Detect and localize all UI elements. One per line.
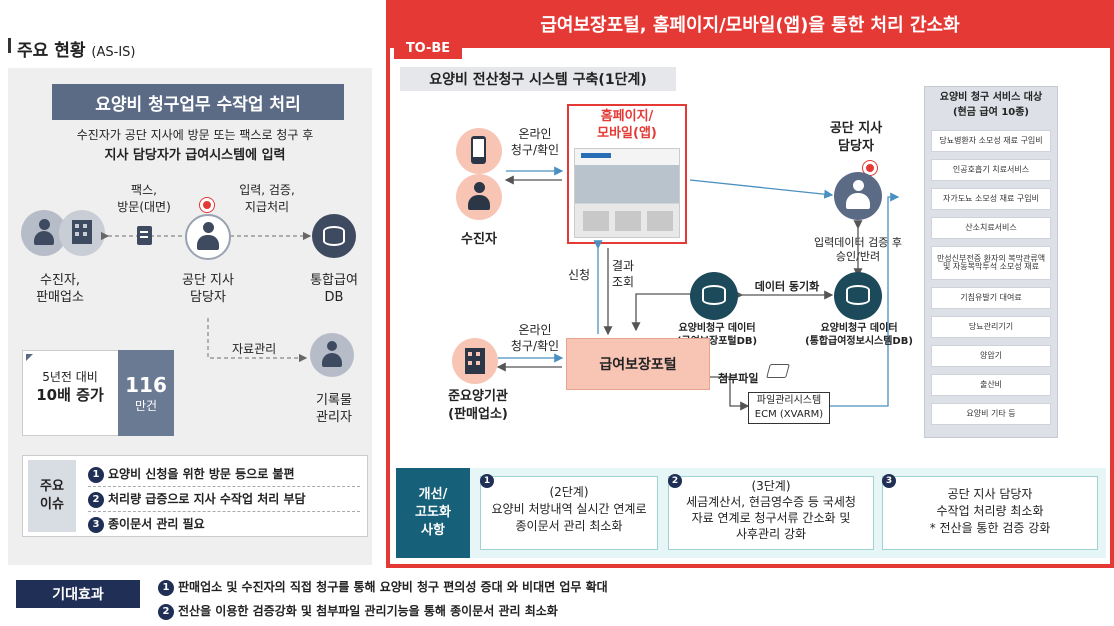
service-item-2: 인공호흡기 치료서비스 — [931, 159, 1051, 181]
improve-label: 개선/ 고도화 사항 — [396, 468, 470, 558]
service-item-7: 당뇨관리기기 — [931, 316, 1051, 338]
homepage-screenshot — [574, 148, 680, 238]
improve-text-2: (3단계) 세금계산서, 현금영수증 등 국세청 자료 연계로 청구서류 간소화… — [686, 479, 856, 541]
stat-text: 5년전 대비 10배 증가 — [36, 370, 104, 404]
effects-label: 기대효과 — [16, 580, 140, 608]
sync-label: 데이터 동기화 — [754, 280, 820, 293]
user-icon — [33, 219, 55, 247]
homepage-label: 홈페이지/모바일(앱) — [597, 109, 657, 141]
attach-label: 첨부파일 — [718, 372, 759, 385]
to-be-tag: TO-BE — [394, 37, 462, 59]
patient-icon — [468, 182, 490, 212]
improve-card-3 — [882, 476, 1098, 550]
as-is-banner: 요양비 청구업무 수작업 처리 — [52, 84, 344, 120]
portal-box: 급여보장포털 — [566, 338, 710, 390]
attach-file-icon — [766, 364, 790, 378]
staff-icon — [197, 222, 219, 252]
data-mgmt-label: 자료관리 — [232, 342, 277, 356]
service-item-3: 자가도뇨 소모성 재료 구입비 — [931, 188, 1051, 210]
to-be-title: 급여보장포털, 홈페이지/모바일(앱)을 통한 처리 간소화 — [386, 0, 1114, 48]
intro-line2: 지사 담당자가 급여시스템에 입력 — [104, 147, 286, 163]
database-icon — [323, 226, 345, 246]
left-title: 주요 현황 (AS-IS) — [17, 41, 136, 61]
document-icon — [137, 226, 152, 245]
fax-label: 팩스,방문(대면) — [117, 183, 171, 214]
service-title: 요양비 청구 서비스 대상(현금 급여 10종) — [939, 92, 1043, 118]
issue-box — [22, 455, 368, 537]
portal-db-label: 요양비청구 데이터(급여보장포털DB) — [676, 323, 758, 347]
actor-customer-label: 수진자,판매업소 — [36, 273, 84, 305]
service-item-4: 산소치료서비스 — [931, 217, 1051, 239]
to-be-frame — [386, 0, 1114, 568]
intro-line1: 수진자가 공단 지사에 방문 또는 팩스로 청구 후 — [76, 127, 314, 142]
patient-label: 수진자 — [461, 232, 497, 247]
service-item-6: 기침유발기 대여료 — [931, 287, 1051, 309]
left-title-bar — [8, 38, 11, 53]
input-label: 입력, 검증,지급처리 — [239, 183, 295, 214]
issue-divider-2 — [88, 511, 360, 512]
stat-corner-icon — [26, 354, 33, 361]
improve-card-2 — [668, 476, 874, 550]
improve-num-3: 3 — [882, 474, 896, 488]
institution-building-icon — [465, 348, 485, 374]
improve-num-1: 1 — [480, 474, 494, 488]
service-item-10: 요양비 기타 등 — [931, 403, 1051, 425]
improve-num-2: 2 — [668, 474, 682, 488]
integrated-db-label: 요양비청구 데이터(통합급여정보시스템DB) — [805, 323, 913, 347]
service-item-1: 당뇨병환자 소모성 재료 구입비 — [931, 130, 1051, 152]
apply-label: 신청 — [568, 268, 591, 282]
improve-text-3: 공단 지사 담당자 수작업 처리량 최소화 * 전산을 통한 검증 강화 — [929, 487, 1051, 535]
to-be-pin-icon — [863, 161, 877, 175]
improve-card-1 — [480, 476, 658, 550]
improve-text-1: (2단계) 요양비 처방내역 실시간 연계로 종이문서 관리 최소화 — [491, 485, 647, 533]
service-item-8: 양압기 — [931, 345, 1051, 367]
issue-divider-1 — [88, 486, 360, 487]
service-item-9: 출산비 — [931, 374, 1051, 396]
integrated-db-icon — [846, 285, 870, 305]
to-be-subtitle: 요양비 전산청구 시스템 구축(1단계) — [400, 67, 676, 91]
building-icon — [72, 220, 92, 244]
institution-label: 준요양기관(판매업소) — [448, 389, 508, 422]
phone-icon — [471, 136, 486, 164]
stat-value-box: 116 만건 — [118, 350, 174, 436]
records-manager-icon — [322, 341, 342, 369]
map-pin-icon — [200, 198, 214, 212]
to-be-staff-icon — [846, 180, 870, 212]
service-item-5: 만성신부전증 환자의 복막관류액 및 자동복막투석 소모성 재료 — [931, 246, 1051, 280]
to-be-arrows — [496, 166, 900, 411]
portal-db-icon — [702, 285, 726, 305]
